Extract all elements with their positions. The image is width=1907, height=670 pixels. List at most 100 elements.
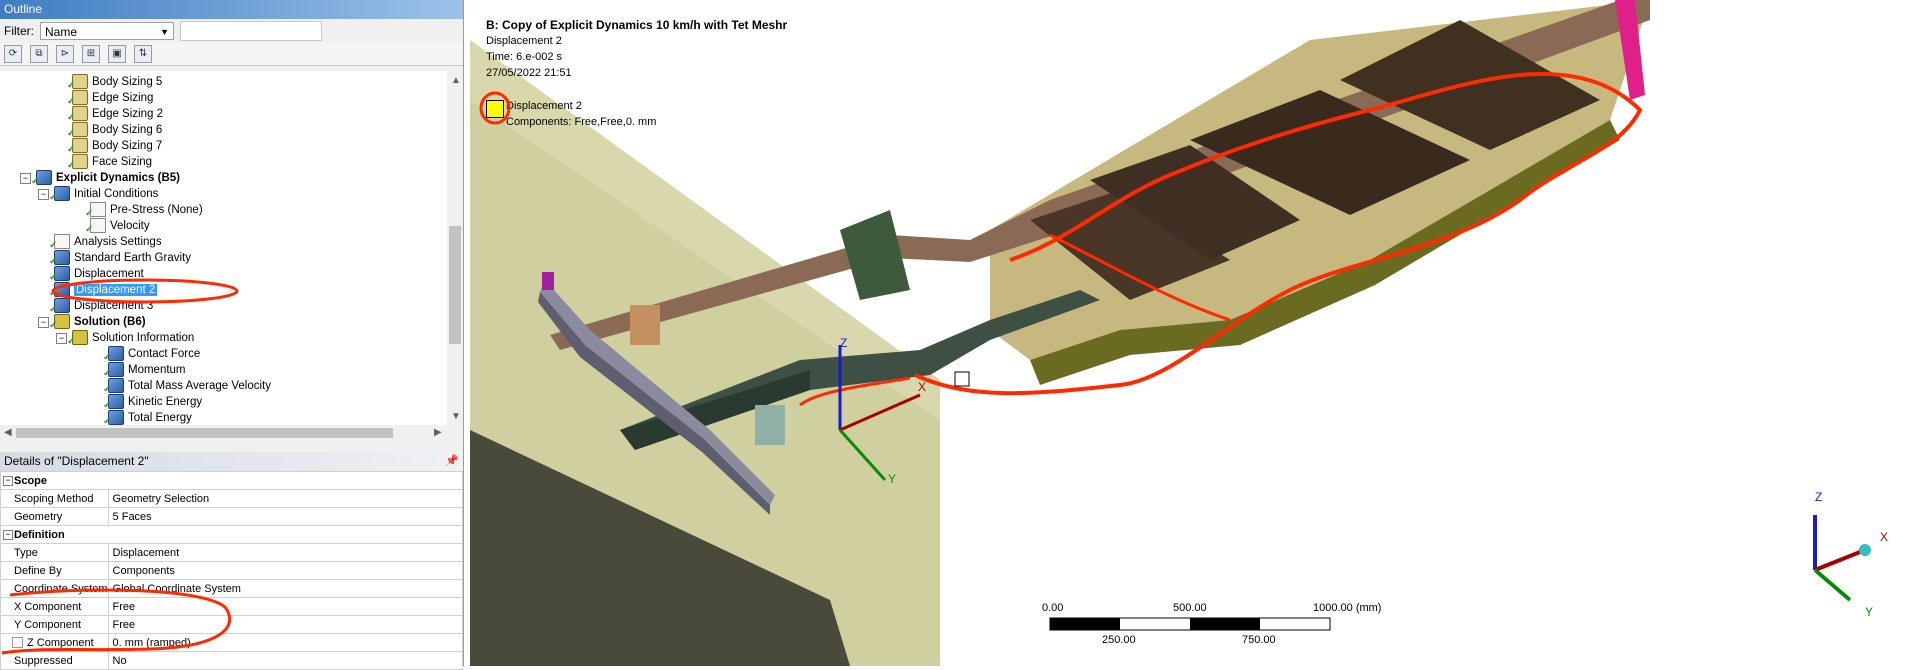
filter-combo[interactable]: Name ▼ — [40, 22, 174, 40]
tree-node[interactable]: Total Energy — [103, 410, 192, 425]
property-value[interactable]: 0. mm (ramped) — [107, 633, 464, 652]
y-axis-line — [838, 428, 887, 482]
folder-icon[interactable]: ▣ — [108, 45, 126, 63]
tree-node-label: Velocity — [110, 220, 150, 232]
axis-label-y: Y — [888, 472, 897, 486]
tree-node[interactable]: Body Sizing 6 — [67, 122, 162, 142]
property-value[interactable]: 5 Faces — [107, 507, 464, 526]
tree-node[interactable]: Body Sizing 7 — [67, 138, 162, 158]
bumper-end-marker — [542, 272, 554, 290]
rear-end-marker — [1615, 0, 1645, 100]
filter-search-input[interactable] — [180, 21, 322, 41]
axis-label-z: Z — [840, 336, 848, 350]
mesh-sizing-icon — [67, 90, 88, 110]
chevron-down-icon: ▼ — [160, 27, 169, 37]
boundary-condition-icon — [103, 410, 124, 425]
boundary-condition-icon — [103, 346, 124, 366]
tree-link-icon[interactable]: ⊳ — [56, 45, 74, 63]
tree-node-label: Standard Earth Gravity — [74, 252, 191, 264]
property-name-text: Suppressed — [14, 654, 73, 667]
tree-node[interactable]: Kinetic Energy — [103, 394, 202, 414]
tree-node[interactable]: Momentum — [103, 362, 186, 382]
scroll-up-icon[interactable]: ▲ — [451, 75, 461, 86]
model-canvas[interactable] — [470, 0, 1907, 666]
collapse-toggle-icon[interactable]: − — [56, 333, 67, 344]
scale-tick-0: 0.00 — [1042, 602, 1064, 614]
tree-vertical-scrollbar[interactable]: ▲ ▼ — [447, 71, 463, 425]
outline-title: Outline — [4, 2, 43, 16]
dark-floor — [470, 430, 850, 666]
tree-filter-icon[interactable]: ⧉ — [30, 45, 48, 63]
graphics-viewport[interactable]: B: Copy of Explicit Dynamics 10 km/h wit… — [470, 0, 1907, 666]
tree-node[interactable]: Face Sizing — [67, 154, 152, 174]
solution-icon — [67, 330, 88, 350]
tree-node-label: Body Sizing 5 — [92, 76, 163, 88]
mesh-sizing-icon — [67, 154, 88, 174]
collapse-toggle-icon[interactable]: − — [20, 173, 31, 184]
details-row[interactable]: Type Displacement — [0, 543, 464, 562]
tree-node-label: Pre-Stress (None) — [110, 204, 203, 216]
result-name: Displacement 2 — [486, 35, 562, 47]
bumper-side — [538, 292, 770, 515]
tree-node[interactable]: Displacement 3 — [49, 298, 153, 318]
tree-node[interactable]: Contact Force — [103, 346, 200, 366]
tree-node[interactable]: Standard Earth Gravity — [49, 250, 191, 270]
plate-3 — [1190, 90, 1470, 215]
collapse-toggle-icon[interactable]: − — [38, 189, 49, 200]
legend-label: Displacement 2 — [506, 100, 582, 112]
tree-node[interactable]: Edge Sizing 2 — [67, 106, 163, 126]
tree-node[interactable]: −Explicit Dynamics (B5) — [20, 170, 180, 190]
details-title: Details of "Displacement 2" — [4, 454, 149, 468]
crash-box-upper — [630, 305, 660, 345]
filter-label: Filter: — [4, 24, 34, 38]
details-group-header[interactable]: −Scope — [0, 471, 463, 490]
boundary-condition-icon — [103, 362, 124, 382]
tree-node[interactable]: Velocity — [85, 218, 150, 238]
property-name-text: Type — [14, 546, 38, 559]
frame-base — [1030, 120, 1620, 385]
red-bracket-annotation — [1, 588, 232, 655]
property-value[interactable]: Geometry Selection — [107, 489, 464, 508]
tree-node[interactable]: Analysis Settings — [49, 234, 162, 254]
tree-node[interactable]: Total Mass Average Velocity — [103, 378, 271, 398]
boundary-condition-icon — [49, 250, 70, 270]
boundary-condition-icon — [103, 394, 124, 414]
property-value[interactable]: Components — [107, 561, 464, 580]
collapse-toggle-icon[interactable]: − — [3, 530, 13, 540]
tree-node[interactable]: Displacement — [49, 266, 144, 286]
parameter-checkbox[interactable] — [12, 637, 23, 649]
property-value[interactable]: Displacement — [107, 543, 464, 562]
group-cell: −Definition — [0, 525, 463, 544]
scroll-thumb[interactable] — [449, 226, 461, 344]
tree-node-label: Solution (B6) — [74, 316, 146, 328]
tree-node[interactable]: − Solution (B6) — [38, 314, 146, 334]
tree-node[interactable]: Body Sizing 5 — [67, 74, 163, 94]
expand-all-icon[interactable]: ⊞ — [82, 45, 100, 63]
front-bumper — [540, 280, 775, 505]
scroll-right-icon[interactable]: ▶ — [434, 427, 442, 438]
collapse-toggle-icon[interactable]: − — [38, 317, 49, 328]
property-value[interactable]: Global Coordinate System — [107, 579, 464, 598]
tree-horizontal-scrollbar[interactable]: ◀ ▶ — [0, 425, 447, 441]
pin-icon[interactable]: 📌 — [445, 455, 459, 467]
property-name-text: Y Component — [14, 618, 82, 631]
sort-icon[interactable]: ⇅ — [134, 45, 152, 63]
scroll-down-icon[interactable]: ▼ — [451, 411, 461, 422]
tree-node[interactable]: Edge Sizing — [67, 90, 153, 110]
tree-node[interactable]: −Initial Conditions — [38, 186, 158, 206]
tree-node[interactable]: −Solution Information — [56, 330, 194, 350]
refresh-icon[interactable]: ⟳ — [4, 45, 22, 63]
hscroll-thumb[interactable] — [16, 428, 393, 438]
tree-node[interactable]: Pre-Stress (None) — [85, 202, 203, 222]
scroll-left-icon[interactable]: ◀ — [4, 427, 12, 438]
details-group-header[interactable]: −Definition — [0, 525, 463, 544]
viewport-title: B: Copy of Explicit Dynamics 10 km/h wit… — [486, 18, 788, 32]
group-cell: −Scope — [0, 471, 463, 490]
collapse-toggle-icon[interactable]: − — [3, 476, 13, 486]
